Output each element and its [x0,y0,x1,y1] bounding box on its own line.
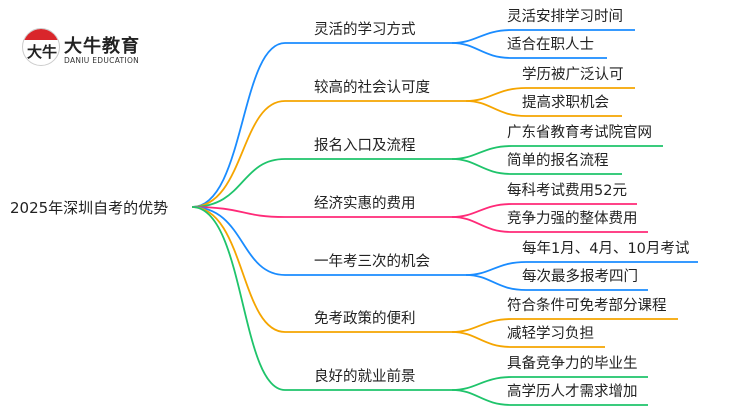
branch-node: 报名入口及流程 [314,138,416,154]
leaf-line [451,318,678,333]
branch-node: 灵活的学习方式 [314,22,416,38]
leaf-node: 每次最多报考四门 [522,269,638,285]
branch-line [191,100,466,208]
leaf-node: 适合在职人士 [507,37,594,53]
logo-name-en: DANIU EDUCATION [64,56,140,65]
branch-node: 较高的社会认可度 [314,80,430,96]
branch-node: 良好的就业前景 [314,369,416,385]
leaf-node: 提高求职机会 [522,95,609,111]
leaf-line [465,274,648,291]
leaf-line [451,145,663,160]
branch-line [191,206,466,276]
branch-line [191,42,452,208]
leaf-line [451,389,648,406]
leaf-line [465,261,698,276]
leaf-node: 竞争力强的整体费用 [507,211,638,227]
leaf-node: 学历被广泛认可 [522,67,624,83]
leaf-node: 具备竞争力的毕业生 [507,356,638,372]
leaf-node: 减轻学习负担 [507,326,594,342]
leaf-node: 每年1月、4月、10月考试 [522,241,690,257]
leaf-line [451,203,637,218]
branch-line [191,206,452,391]
leaf-line [465,87,635,102]
leaf-line [451,331,605,348]
branch-node: 经济实惠的费用 [314,196,416,212]
leaf-node: 每科考试费用52元 [507,183,627,199]
branch-line [191,206,452,218]
leaf-line [451,376,648,391]
leaf-node: 灵活安排学习时间 [507,9,623,25]
branch-node: 免考政策的便利 [314,311,416,327]
branch-node: 一年考三次的机会 [314,254,430,270]
leaf-line [451,216,648,233]
leaf-line [465,100,622,117]
branch-line [191,158,452,208]
daniu-education-logo: 大牛 大牛教育 DANIU EDUCATION [22,26,142,70]
leaf-node: 简单的报名流程 [507,153,609,169]
leaf-node: 高学历人才需求增加 [507,384,638,400]
logo-mark-text: 大牛 [27,43,58,61]
logo-mark-icon: 大牛 [22,28,60,66]
leaf-line [451,158,622,175]
leaf-line [451,29,635,44]
leaf-line [451,42,607,59]
root-node: 2025年深圳自考的优势 [10,199,169,217]
branch-line [191,206,452,333]
leaf-node: 符合条件可免考部分课程 [507,298,667,314]
logo-name-cn: 大牛教育 [64,36,140,57]
leaf-node: 广东省教育考试院官网 [507,125,652,141]
